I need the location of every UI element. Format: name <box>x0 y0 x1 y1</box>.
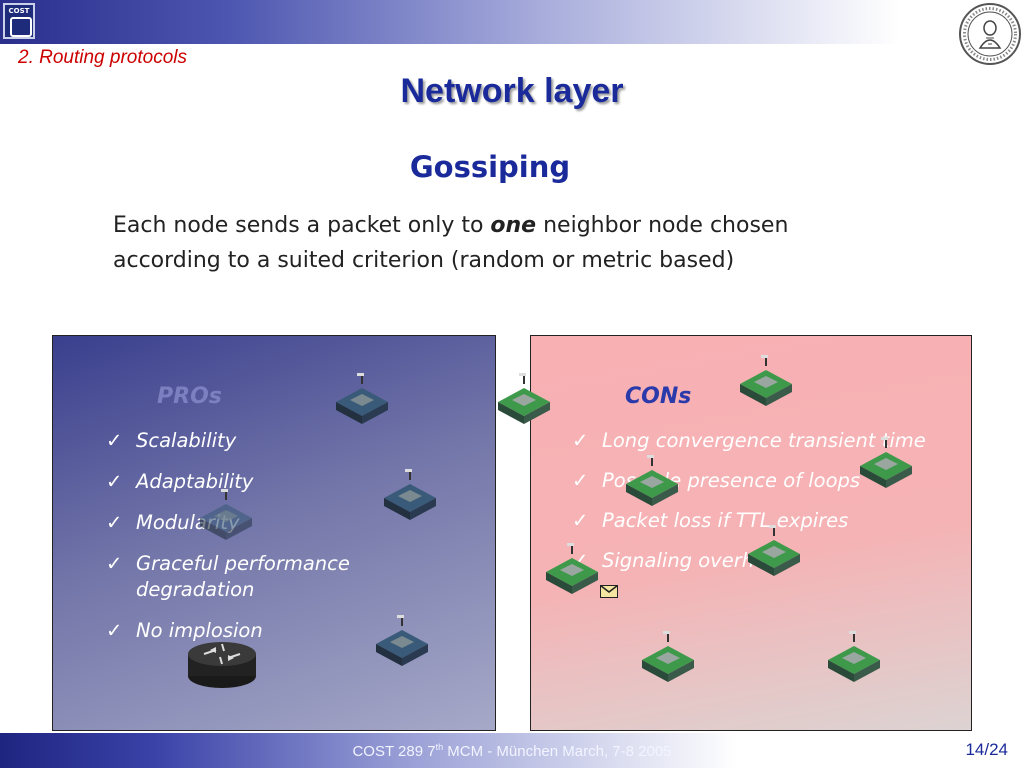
cons-item: ✓ Long convergence transient time <box>572 428 952 454</box>
pros-item: ✓Modularity <box>106 510 406 536</box>
slide-subheading: Gossiping <box>409 150 571 184</box>
pros-list: ✓ Scalability ✓ Adaptability ✓Modularity ✓… <box>106 428 406 659</box>
check-icon: ✓ <box>572 469 589 492</box>
pros-item-label: Adaptability <box>136 470 254 493</box>
cons-heading: CONs <box>625 384 692 409</box>
sensor-node-icon <box>828 631 880 682</box>
sensor-node-icon <box>860 437 912 488</box>
university-seal-icon <box>959 3 1021 65</box>
cost-logo: COST <box>3 3 35 39</box>
check-icon: ✓ <box>106 511 123 534</box>
pros-item-label: No implosion <box>136 619 263 642</box>
check-icon: ✓ <box>572 429 589 452</box>
sensor-node-icon <box>642 631 694 682</box>
footer-gradient-bar <box>0 733 1024 768</box>
envelope-icon <box>600 585 618 598</box>
cons-panel <box>530 335 972 731</box>
pros-item: ✓ Graceful performance degradation <box>106 551 406 603</box>
pros-item: ✓ No implosion <box>106 618 406 644</box>
pros-item-label: Scalability <box>136 429 237 452</box>
cons-item: ✓ Packet loss if TTL expires <box>572 508 952 534</box>
pros-item: ✓ Scalability <box>106 428 406 454</box>
sensor-node-icon <box>384 469 436 520</box>
pros-item: ✓ Adaptability <box>106 469 406 495</box>
router-icon <box>188 642 256 688</box>
sensor-node-icon <box>546 543 598 594</box>
pros-heading: PROs <box>157 384 222 409</box>
cons-item-label: Long convergence transient time <box>602 429 926 452</box>
header-gradient-bar <box>0 0 900 44</box>
check-icon: ✓ <box>106 619 123 642</box>
check-icon: ✓ <box>106 470 123 493</box>
footer-text: COST 289 7th MCM - München March, 7-8 20… <box>0 742 1024 760</box>
check-icon: ✓ <box>106 552 123 575</box>
description-text-start: Each node sends a packet only to <box>113 213 491 238</box>
cons-item-label: Packet loss if TTL expires <box>602 509 849 532</box>
sensor-node-icon <box>336 373 388 424</box>
cons-list: ✓Long convergence transient time ✓Possib… <box>572 428 952 588</box>
sensor-node-icon <box>740 355 792 406</box>
page-number: 14/24 <box>965 740 1008 759</box>
section-title: 2. Routing protocols <box>18 47 187 68</box>
page-title: Network layer <box>400 72 624 110</box>
sensor-node-icon <box>626 455 678 506</box>
sensor-node-icon <box>200 489 252 540</box>
pros-panel <box>52 335 496 731</box>
footer-text-end: MCM - München March, 7-8 2005 <box>443 743 672 760</box>
cons-item-label: Signaling overhead <box>602 549 791 572</box>
check-icon: ✓ <box>572 509 589 532</box>
pros-item-label: Graceful performance degradation <box>136 552 350 601</box>
footer-text-sup: th <box>435 742 444 752</box>
check-icon: ✓ <box>106 429 123 452</box>
cost-logo-label: COST <box>8 7 30 15</box>
description-paragraph: Each node sends a packet only to one nei… <box>113 208 873 278</box>
footer-text-start: COST 289 7 <box>352 743 436 760</box>
sensor-node-icon <box>498 373 550 424</box>
description-text-end: neighbor node chosen according to a suit… <box>113 213 789 273</box>
description-emphasis: one <box>490 213 537 238</box>
cost-logo-shape <box>10 17 32 37</box>
sensor-node-icon <box>376 615 428 666</box>
sensor-node-icon <box>748 525 800 576</box>
